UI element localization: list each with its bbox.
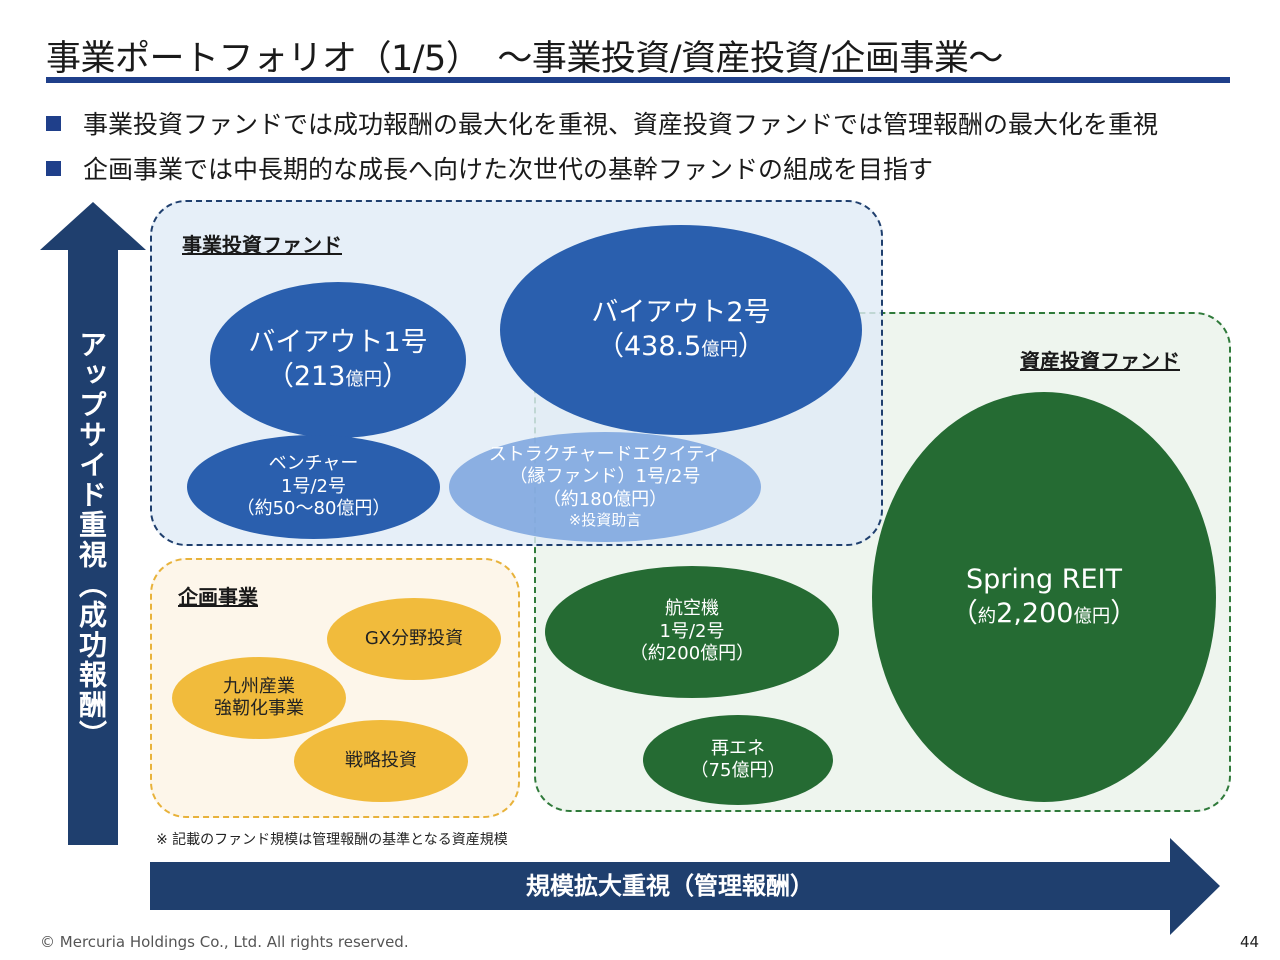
bullet-1: 事業投資ファンドでは成功報酬の最大化を重視、資産投資ファンドでは管理報酬の最大化… bbox=[46, 105, 1158, 141]
venture-line-2: 1号/2号 bbox=[281, 475, 346, 497]
renewable-fund: 再エネ （75億円） bbox=[643, 715, 833, 805]
buyout-2-name: バイアウト2号 bbox=[591, 297, 771, 329]
buyout-1-name: バイアウト1号 bbox=[248, 327, 428, 359]
aircraft-line-2: 1号/2号 bbox=[659, 620, 725, 642]
gx-label: GX分野投資 bbox=[364, 627, 464, 649]
structured-equity-fund: ストラクチャードエクイティ （縁ファンド）1号/2号 （約180億円） ※投資助… bbox=[449, 432, 761, 542]
aircraft-line-3: （約200億円） bbox=[629, 643, 755, 665]
kyushu-line-1: 九州産業 bbox=[223, 675, 295, 697]
structured-line-4: ※投資助言 bbox=[568, 511, 642, 530]
aircraft-line-1: 航空機 bbox=[665, 598, 719, 620]
page-title: 事業ポートフォリオ（1/5） ～事業投資/資産投資/企画事業～ bbox=[46, 39, 1003, 79]
buyout-2-fund: バイアウト2号 （438.5億円） bbox=[500, 225, 862, 435]
scale-note: ※ 記載のファンド規模は管理報酬の基準となる資産規模 bbox=[156, 832, 508, 848]
horizontal-arrow bbox=[150, 838, 1220, 935]
gx-investment: GX分野投資 bbox=[327, 598, 501, 680]
venture-fund: ベンチャー 1号/2号 （約50～80億円） bbox=[187, 435, 440, 539]
bullet-2-text: 企画事業では中長期的な成長へ向けた次世代の基幹ファンドの組成を目指す bbox=[83, 155, 934, 184]
bullet-square-icon bbox=[46, 115, 61, 131]
buyout-1-fund: バイアウト1号 （213億円） bbox=[210, 282, 466, 438]
kyushu-line-2: 強靭化事業 bbox=[214, 698, 304, 719]
bullet-1-text: 事業投資ファンドでは成功報酬の最大化を重視、資産投資ファンドでは管理報酬の最大化… bbox=[83, 110, 1159, 139]
copyright-footer: © Mercuria Holdings Co., Ltd. All rights… bbox=[40, 933, 409, 951]
planning-label: 企画事業 bbox=[178, 585, 258, 609]
buyout-2-amount: （438.5億円） bbox=[596, 331, 766, 362]
buyout-1-amount: （213億円） bbox=[266, 361, 410, 392]
asset-fund-label: 資産投資ファンド bbox=[1020, 349, 1180, 373]
structured-line-2: （縁ファンド）1号/2号 bbox=[509, 466, 701, 488]
strategic-label: 戦略投資 bbox=[345, 749, 417, 771]
aircraft-fund: 航空機 1号/2号 （約200億円） bbox=[545, 566, 839, 698]
venture-line-3: （約50～80億円） bbox=[236, 498, 391, 520]
business-fund-label: 事業投資ファンド bbox=[182, 233, 342, 257]
vertical-axis-label: アップサイド重視（成功報酬） bbox=[75, 330, 108, 750]
page-number: 44 bbox=[1240, 933, 1260, 951]
bullet-square-icon bbox=[46, 160, 61, 176]
title-underline bbox=[46, 77, 1230, 83]
structured-line-3: （約180億円） bbox=[542, 488, 668, 510]
spring-reit-fund: Spring REIT （約2,200億円） bbox=[872, 392, 1216, 802]
horizontal-axis-label: 規模拡大重視（管理報酬） bbox=[526, 872, 814, 900]
vertical-arrow bbox=[40, 202, 146, 845]
strategic-investment: 戦略投資 bbox=[294, 720, 468, 802]
spring-reit-name: Spring REIT bbox=[966, 564, 1122, 596]
structured-line-1: ストラクチャードエクイティ bbox=[488, 443, 722, 465]
venture-line-1: ベンチャー bbox=[268, 453, 359, 475]
renewable-line-1: 再エネ bbox=[711, 737, 765, 759]
kyushu-resilience: 九州産業 強靭化事業 bbox=[172, 657, 346, 739]
spring-reit-amount: （約2,200億円） bbox=[950, 598, 1138, 629]
bullet-2: 企画事業では中長期的な成長へ向けた次世代の基幹ファンドの組成を目指す bbox=[46, 150, 933, 186]
renewable-line-2: （75億円） bbox=[690, 760, 786, 781]
